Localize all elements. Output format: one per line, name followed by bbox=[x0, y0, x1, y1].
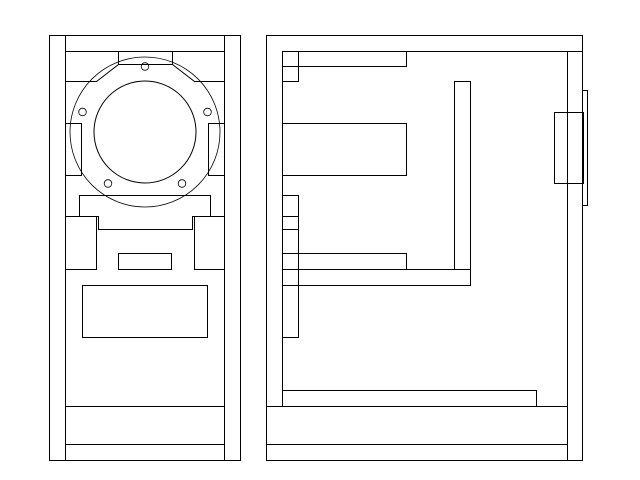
front-left-side-block bbox=[65, 123, 82, 176]
speaker-driver bbox=[93, 80, 197, 184]
side-rear-terminal-plate bbox=[582, 90, 588, 206]
side-driver-magnet bbox=[282, 123, 407, 176]
side-port-tube bbox=[282, 253, 407, 270]
side-bottom-brace bbox=[282, 390, 537, 407]
side-rear-terminal-block bbox=[554, 112, 584, 184]
front-right-side-block bbox=[208, 123, 225, 176]
front-top-plate bbox=[65, 51, 225, 82]
side-top-small-block bbox=[282, 51, 299, 82]
side-outline bbox=[266, 35, 583, 461]
front-view bbox=[49, 35, 241, 461]
front-lower-right-block bbox=[194, 216, 225, 270]
front-terminal-panel bbox=[82, 285, 208, 338]
side-front-block-b bbox=[282, 216, 299, 230]
side-top-plate bbox=[282, 51, 407, 67]
mount-hole-bottom-right bbox=[177, 179, 187, 188]
side-internal-brace bbox=[454, 81, 471, 270]
front-port-slot bbox=[118, 253, 172, 270]
side-front-panel-line bbox=[266, 51, 283, 407]
mount-hole-top bbox=[140, 62, 150, 71]
front-outline bbox=[49, 35, 241, 461]
side-front-block-c bbox=[282, 229, 299, 254]
side-front-block-d bbox=[282, 253, 299, 338]
mount-hole-right bbox=[203, 107, 212, 117]
speaker-flange bbox=[69, 56, 221, 208]
front-lower-left-block bbox=[65, 216, 97, 270]
front-lower-bracket bbox=[79, 195, 211, 230]
side-internal-shelf bbox=[282, 269, 471, 286]
side-front-block-a bbox=[282, 195, 299, 217]
side-view bbox=[266, 35, 588, 461]
mount-hole-left bbox=[78, 107, 87, 117]
mount-hole-bottom-left bbox=[103, 179, 113, 188]
